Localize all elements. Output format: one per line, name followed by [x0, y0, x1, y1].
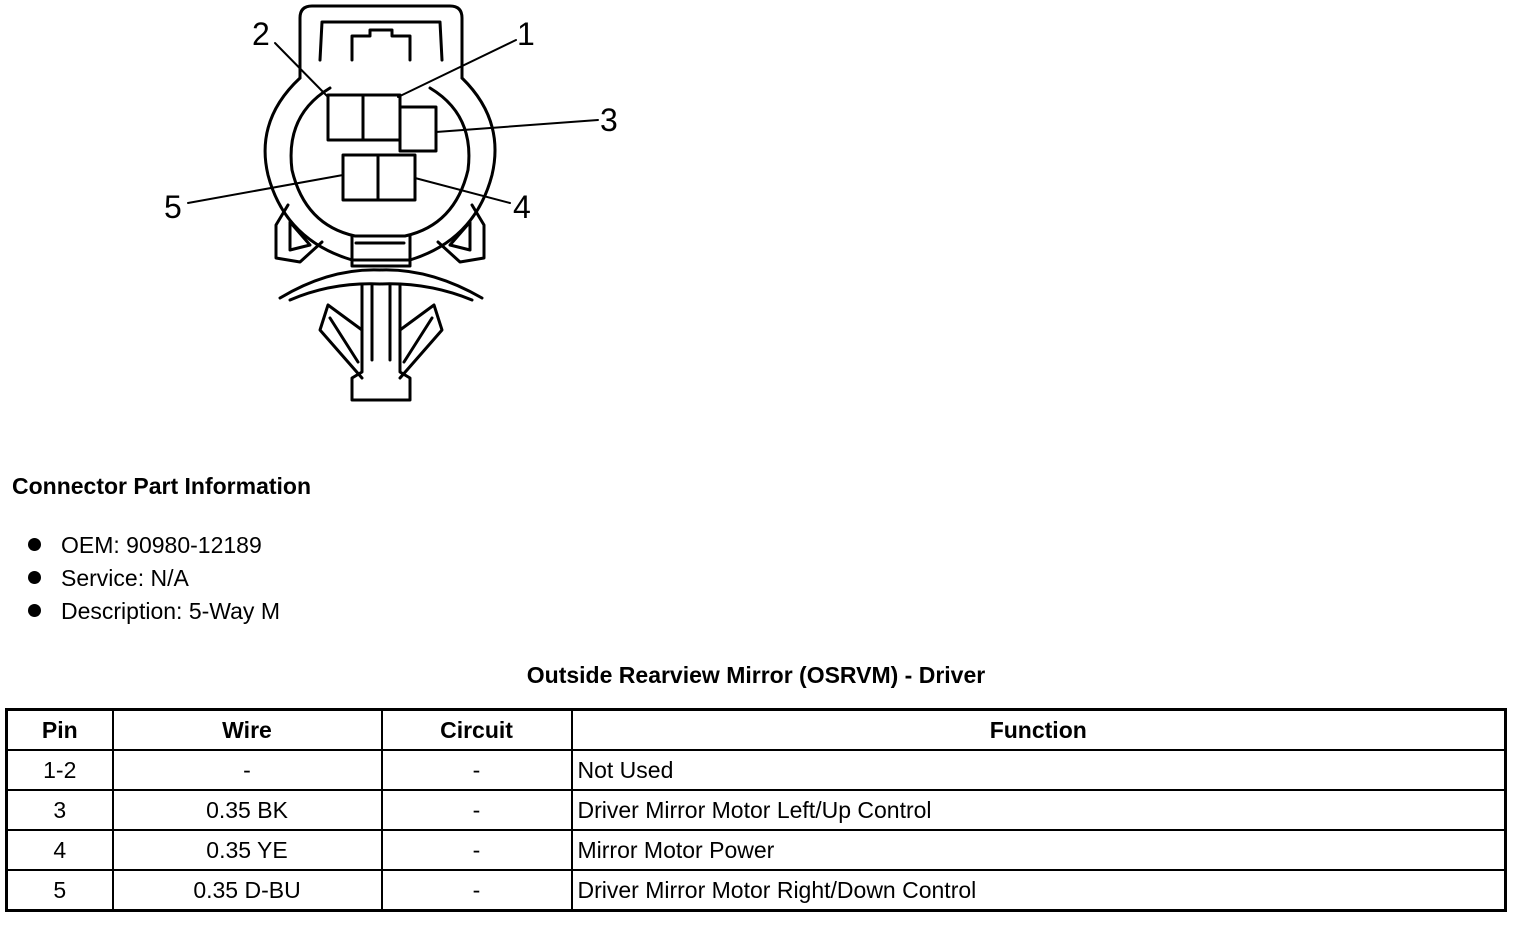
connector-info-list: OEM: 90980-12189 Service: N/A Descriptio… [28, 528, 280, 627]
cavity-pin-5 [341, 153, 380, 202]
header-circuit: Circuit [380, 708, 573, 751]
cell-circuit: - [380, 749, 573, 791]
cell-pin: 3 [5, 789, 114, 831]
cell-function: Driver Mirror Motor Right/Down Control [570, 869, 1507, 912]
cell-circuit: - [380, 869, 573, 912]
cell-wire: 0.35 BK [111, 789, 383, 831]
cell-function: Not Used [570, 749, 1507, 791]
pin-label-1: 1 [517, 16, 535, 52]
cavity-pin-2 [326, 93, 365, 142]
cavity-pin-3 [398, 105, 438, 153]
info-item-oem: OEM: 90980-12189 [28, 528, 280, 561]
info-item-description: Description: 5-Way M [28, 594, 280, 627]
table-row: 5 0.35 D-BU - Driver Mirror Motor Right/… [5, 869, 1507, 912]
connector-clip-arms [278, 268, 484, 300]
bullet-icon [28, 604, 41, 617]
cell-wire: - [111, 749, 383, 791]
connector-latch-housing [298, 4, 464, 80]
connector-push-pin [350, 282, 412, 402]
table-title: Outside Rearview Mirror (OSRVM) - Driver [526, 662, 986, 688]
cell-wire: 0.35 D-BU [111, 869, 383, 912]
table-row: 3 0.35 BK - Driver Mirror Motor Left/Up … [5, 789, 1507, 831]
connector-inner-ring [289, 86, 471, 238]
pin-label-3: 3 [600, 102, 618, 138]
cell-wire: 0.35 YE [111, 829, 383, 871]
table-row: 1-2 - - Not Used [5, 749, 1507, 791]
connector-info-heading: Connector Part Information [12, 473, 312, 499]
cell-circuit: - [380, 789, 573, 831]
cell-pin: 4 [5, 829, 114, 871]
bullet-icon [28, 538, 41, 551]
pin-label-4: 4 [513, 189, 531, 225]
cell-circuit: - [380, 829, 573, 871]
header-function: Function [570, 708, 1507, 751]
connector-diagram: 2 1 3 5 4 [164, 4, 618, 402]
cell-pin: 1-2 [5, 749, 114, 791]
pin-label-2: 2 [252, 16, 270, 52]
bullet-icon [28, 571, 41, 584]
pin-label-5: 5 [164, 189, 182, 225]
cell-pin: 5 [5, 869, 114, 912]
cavity-pin-1 [361, 93, 402, 142]
cell-function: Driver Mirror Motor Left/Up Control [570, 789, 1507, 831]
info-item-service: Service: N/A [28, 561, 280, 594]
connector-outer-body [263, 76, 497, 262]
table-row: 4 0.35 YE - Mirror Motor Power [5, 829, 1507, 871]
table-header-row: Pin Wire Circuit Function [5, 708, 1507, 751]
header-wire: Wire [111, 708, 383, 751]
header-pin: Pin [5, 708, 114, 751]
pin-table: Pin Wire Circuit Function 1-2 - - Not Us… [5, 708, 1507, 912]
cavity-pin-4 [376, 153, 417, 202]
cell-function: Mirror Motor Power [570, 829, 1507, 871]
